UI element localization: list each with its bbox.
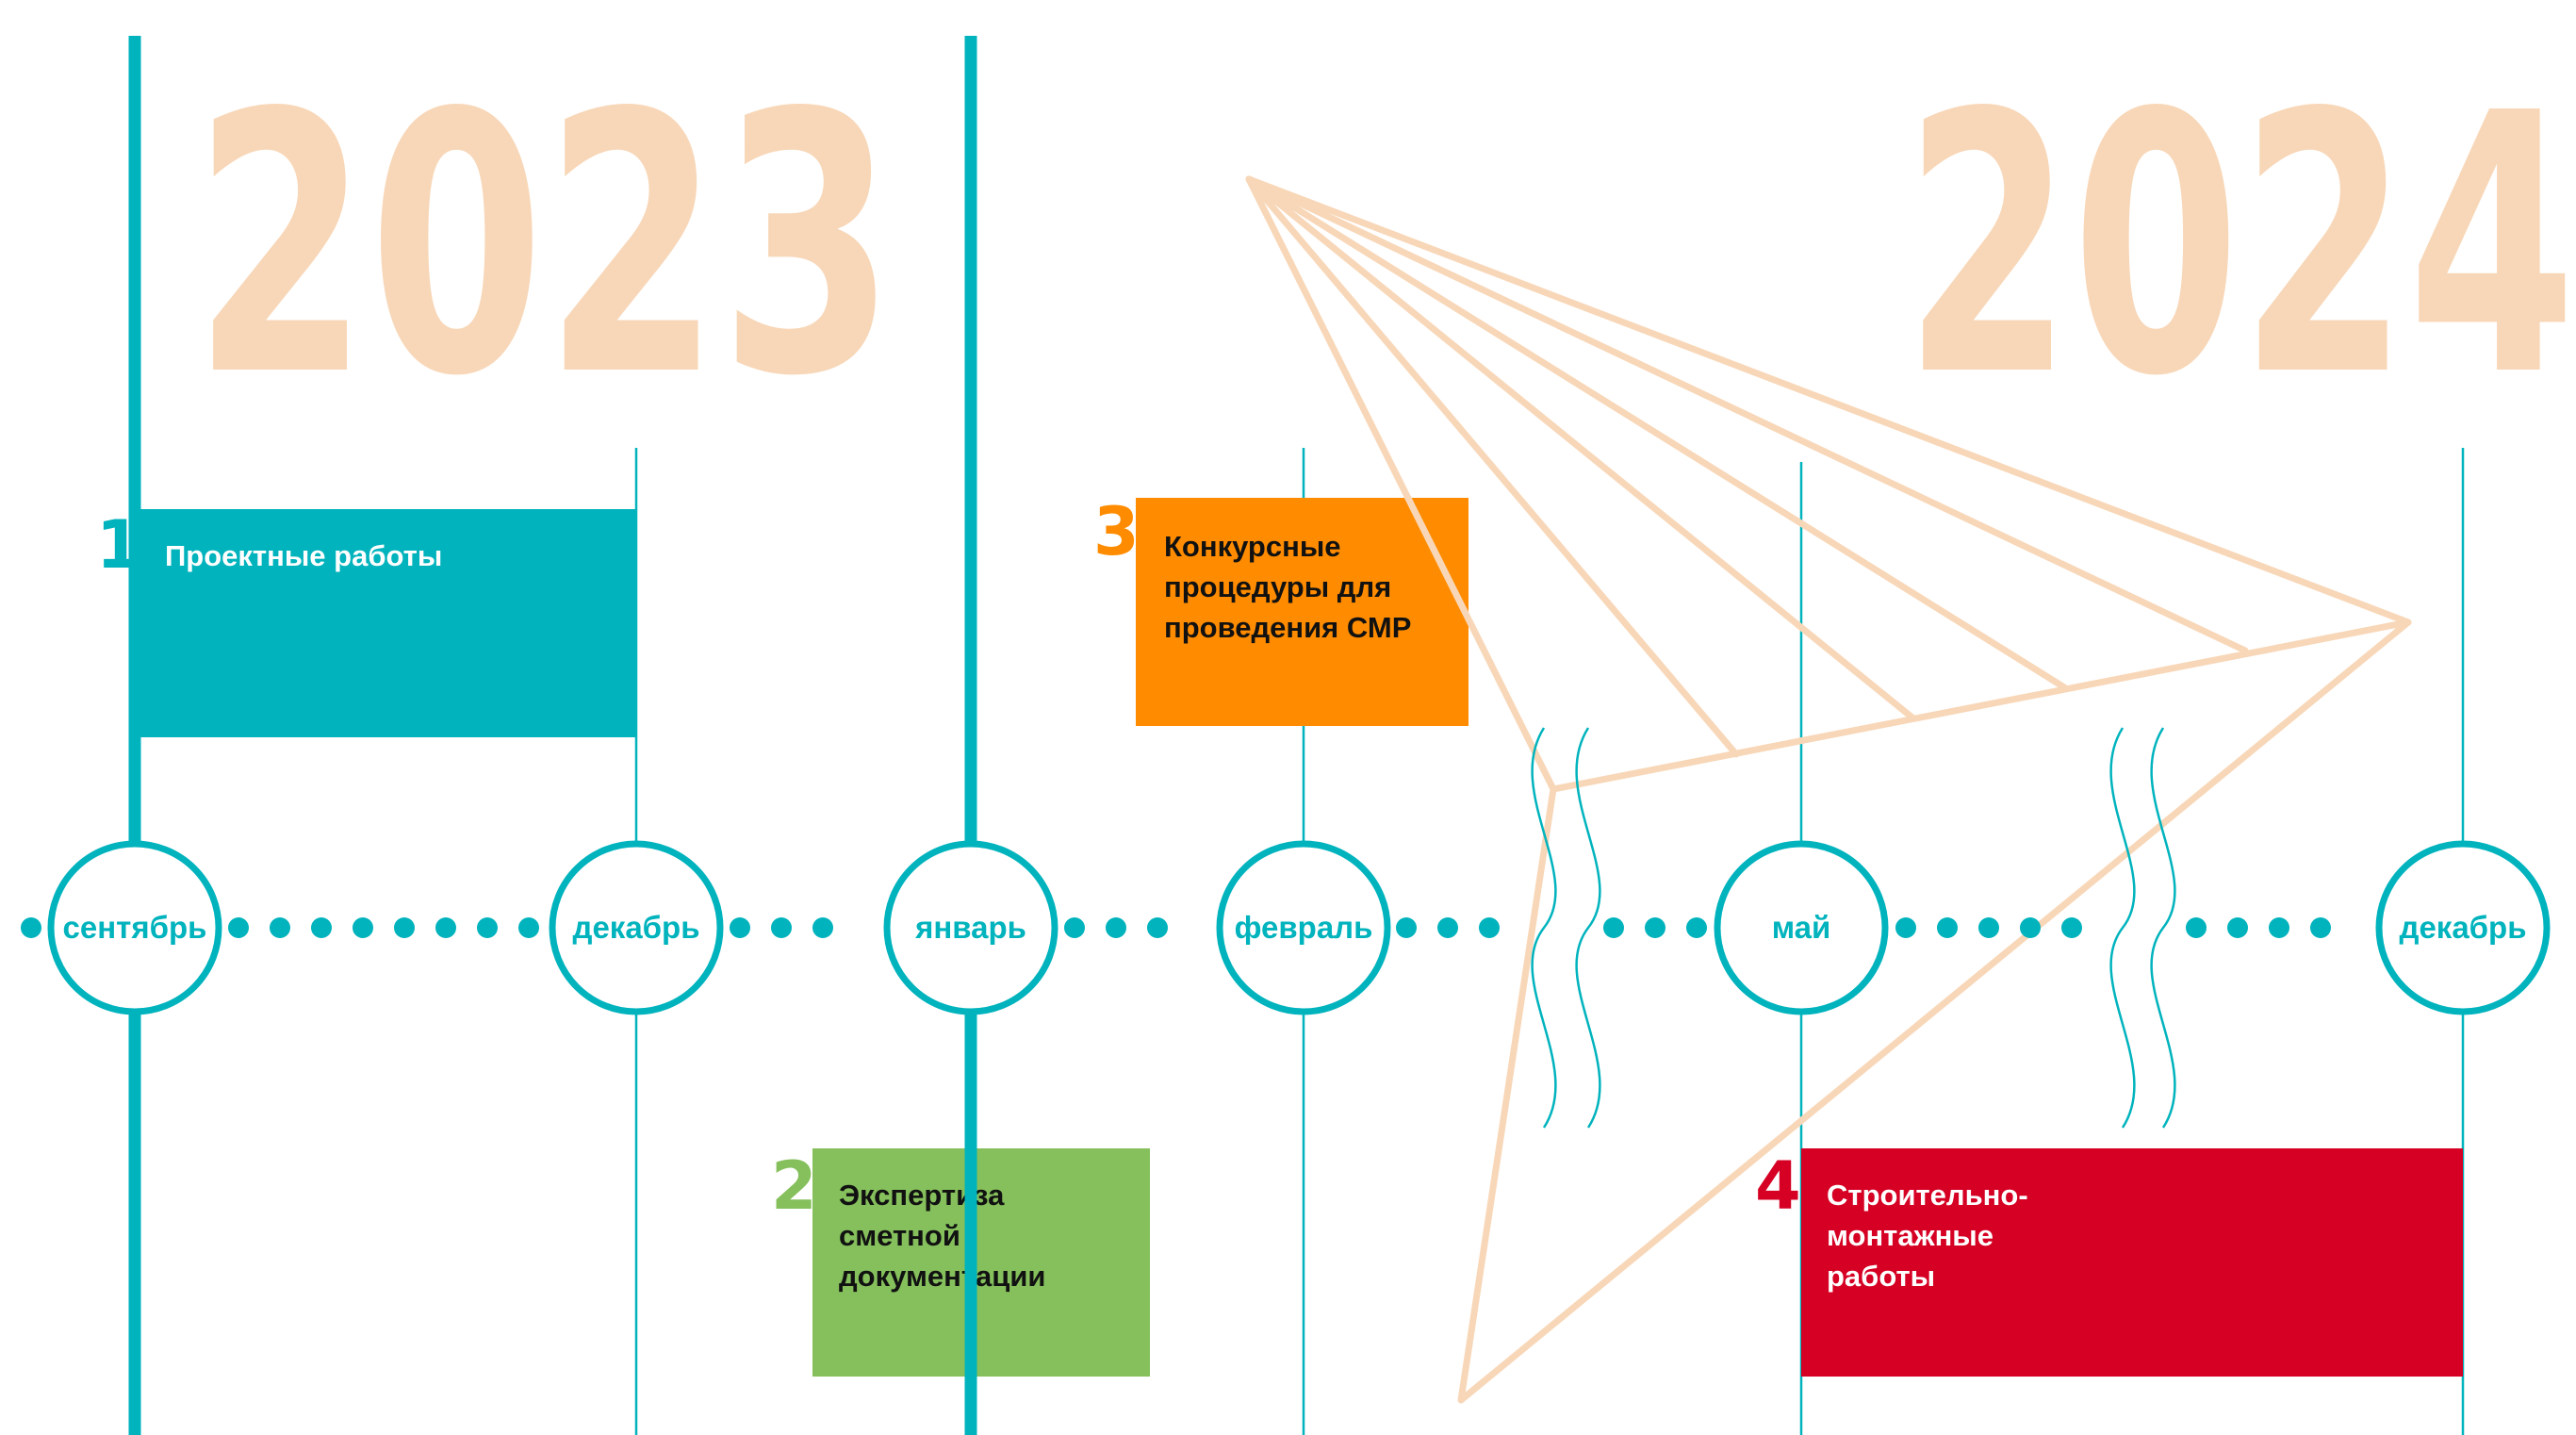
paper-plane <box>1245 175 2412 1404</box>
stage-4-box <box>1801 1148 2463 1377</box>
timeline-dot <box>1396 917 1417 938</box>
timeline-dot <box>311 917 332 938</box>
timeline-dot <box>812 917 833 938</box>
month-marker-may: май <box>1714 840 1889 1015</box>
year-2024: 2024 <box>1904 37 2576 454</box>
timeline-dot <box>2061 917 2082 938</box>
timeline-dot <box>1686 917 1707 938</box>
stage-3-number: 3 <box>1093 493 1140 570</box>
timeline-dot <box>21 917 41 938</box>
timeline-dots <box>21 917 2331 938</box>
timeline-dot <box>1895 917 1916 938</box>
timeline-dot <box>1106 917 1126 938</box>
month-marker-dec-2024: декабрь <box>2375 840 2551 1015</box>
timeline-dot <box>2310 917 2331 938</box>
stage-2-number: 2 <box>771 1147 817 1225</box>
timeline-dot <box>228 917 249 938</box>
stage-1: 1 Проектные работы <box>96 506 636 737</box>
timeline-dot <box>771 917 792 938</box>
stage-3-label: Конкурсные процедуры для проведения СМР <box>1164 530 1411 644</box>
stage-3: 3 Конкурсные процедуры для проведения СМ… <box>1093 493 1468 726</box>
month-marker-sep: сентябрь <box>47 840 222 1015</box>
stage-4-label: Строительно- монтажные работы <box>1827 1179 2036 1293</box>
stage-3-box <box>1136 498 1468 726</box>
timeline-dot <box>1978 917 1999 938</box>
month-label: сентябрь <box>63 910 207 945</box>
timeline-dot <box>394 917 415 938</box>
month-label: январь <box>914 910 1026 945</box>
timeline-dot <box>1603 917 1624 938</box>
year-2023: 2023 <box>193 37 895 454</box>
timeline-dot <box>1147 917 1168 938</box>
month-label: декабрь <box>2400 910 2527 945</box>
timeline-dot <box>730 917 750 938</box>
stage-2-label: Экспертиза сметной документации <box>839 1179 1045 1293</box>
timeline-dot <box>353 917 373 938</box>
timeline-dot <box>435 917 456 938</box>
timeline-dot <box>1937 917 1958 938</box>
timeline-dot <box>2186 917 2207 938</box>
month-marker-jan: январь <box>883 840 1058 1015</box>
timeline-dot <box>1437 917 1458 938</box>
month-marker-feb: февраль <box>1216 840 1391 1015</box>
month-label: май <box>1772 910 1831 945</box>
timeline-dot <box>1064 917 1085 938</box>
timeline-dot <box>1645 917 1665 938</box>
timeline-dot <box>2227 917 2248 938</box>
month-label: декабрь <box>573 910 700 945</box>
timeline-dot <box>1479 917 1500 938</box>
month-label: февраль <box>1235 910 1373 945</box>
stage-2-box <box>812 1148 1150 1377</box>
timeline-dot <box>518 917 539 938</box>
stage-1-box <box>135 509 636 737</box>
year-lines <box>128 36 977 1435</box>
timeline-dot <box>477 917 498 938</box>
timeline-break-1 <box>1531 727 1601 1129</box>
stage-4: 4 Строительно- монтажные работы <box>1755 1147 2463 1377</box>
stage-4-number: 4 <box>1755 1147 1801 1225</box>
stage-2: 2 Экспертиза сметной документации <box>771 1147 1150 1377</box>
stage-1-label: Проектные работы <box>165 539 442 572</box>
timeline-break-2 <box>2109 727 2176 1129</box>
timeline-dot <box>2269 917 2289 938</box>
timeline-dot <box>2020 917 2041 938</box>
timeline-dot <box>270 917 290 938</box>
month-marker-dec-2023: декабрь <box>549 840 724 1015</box>
